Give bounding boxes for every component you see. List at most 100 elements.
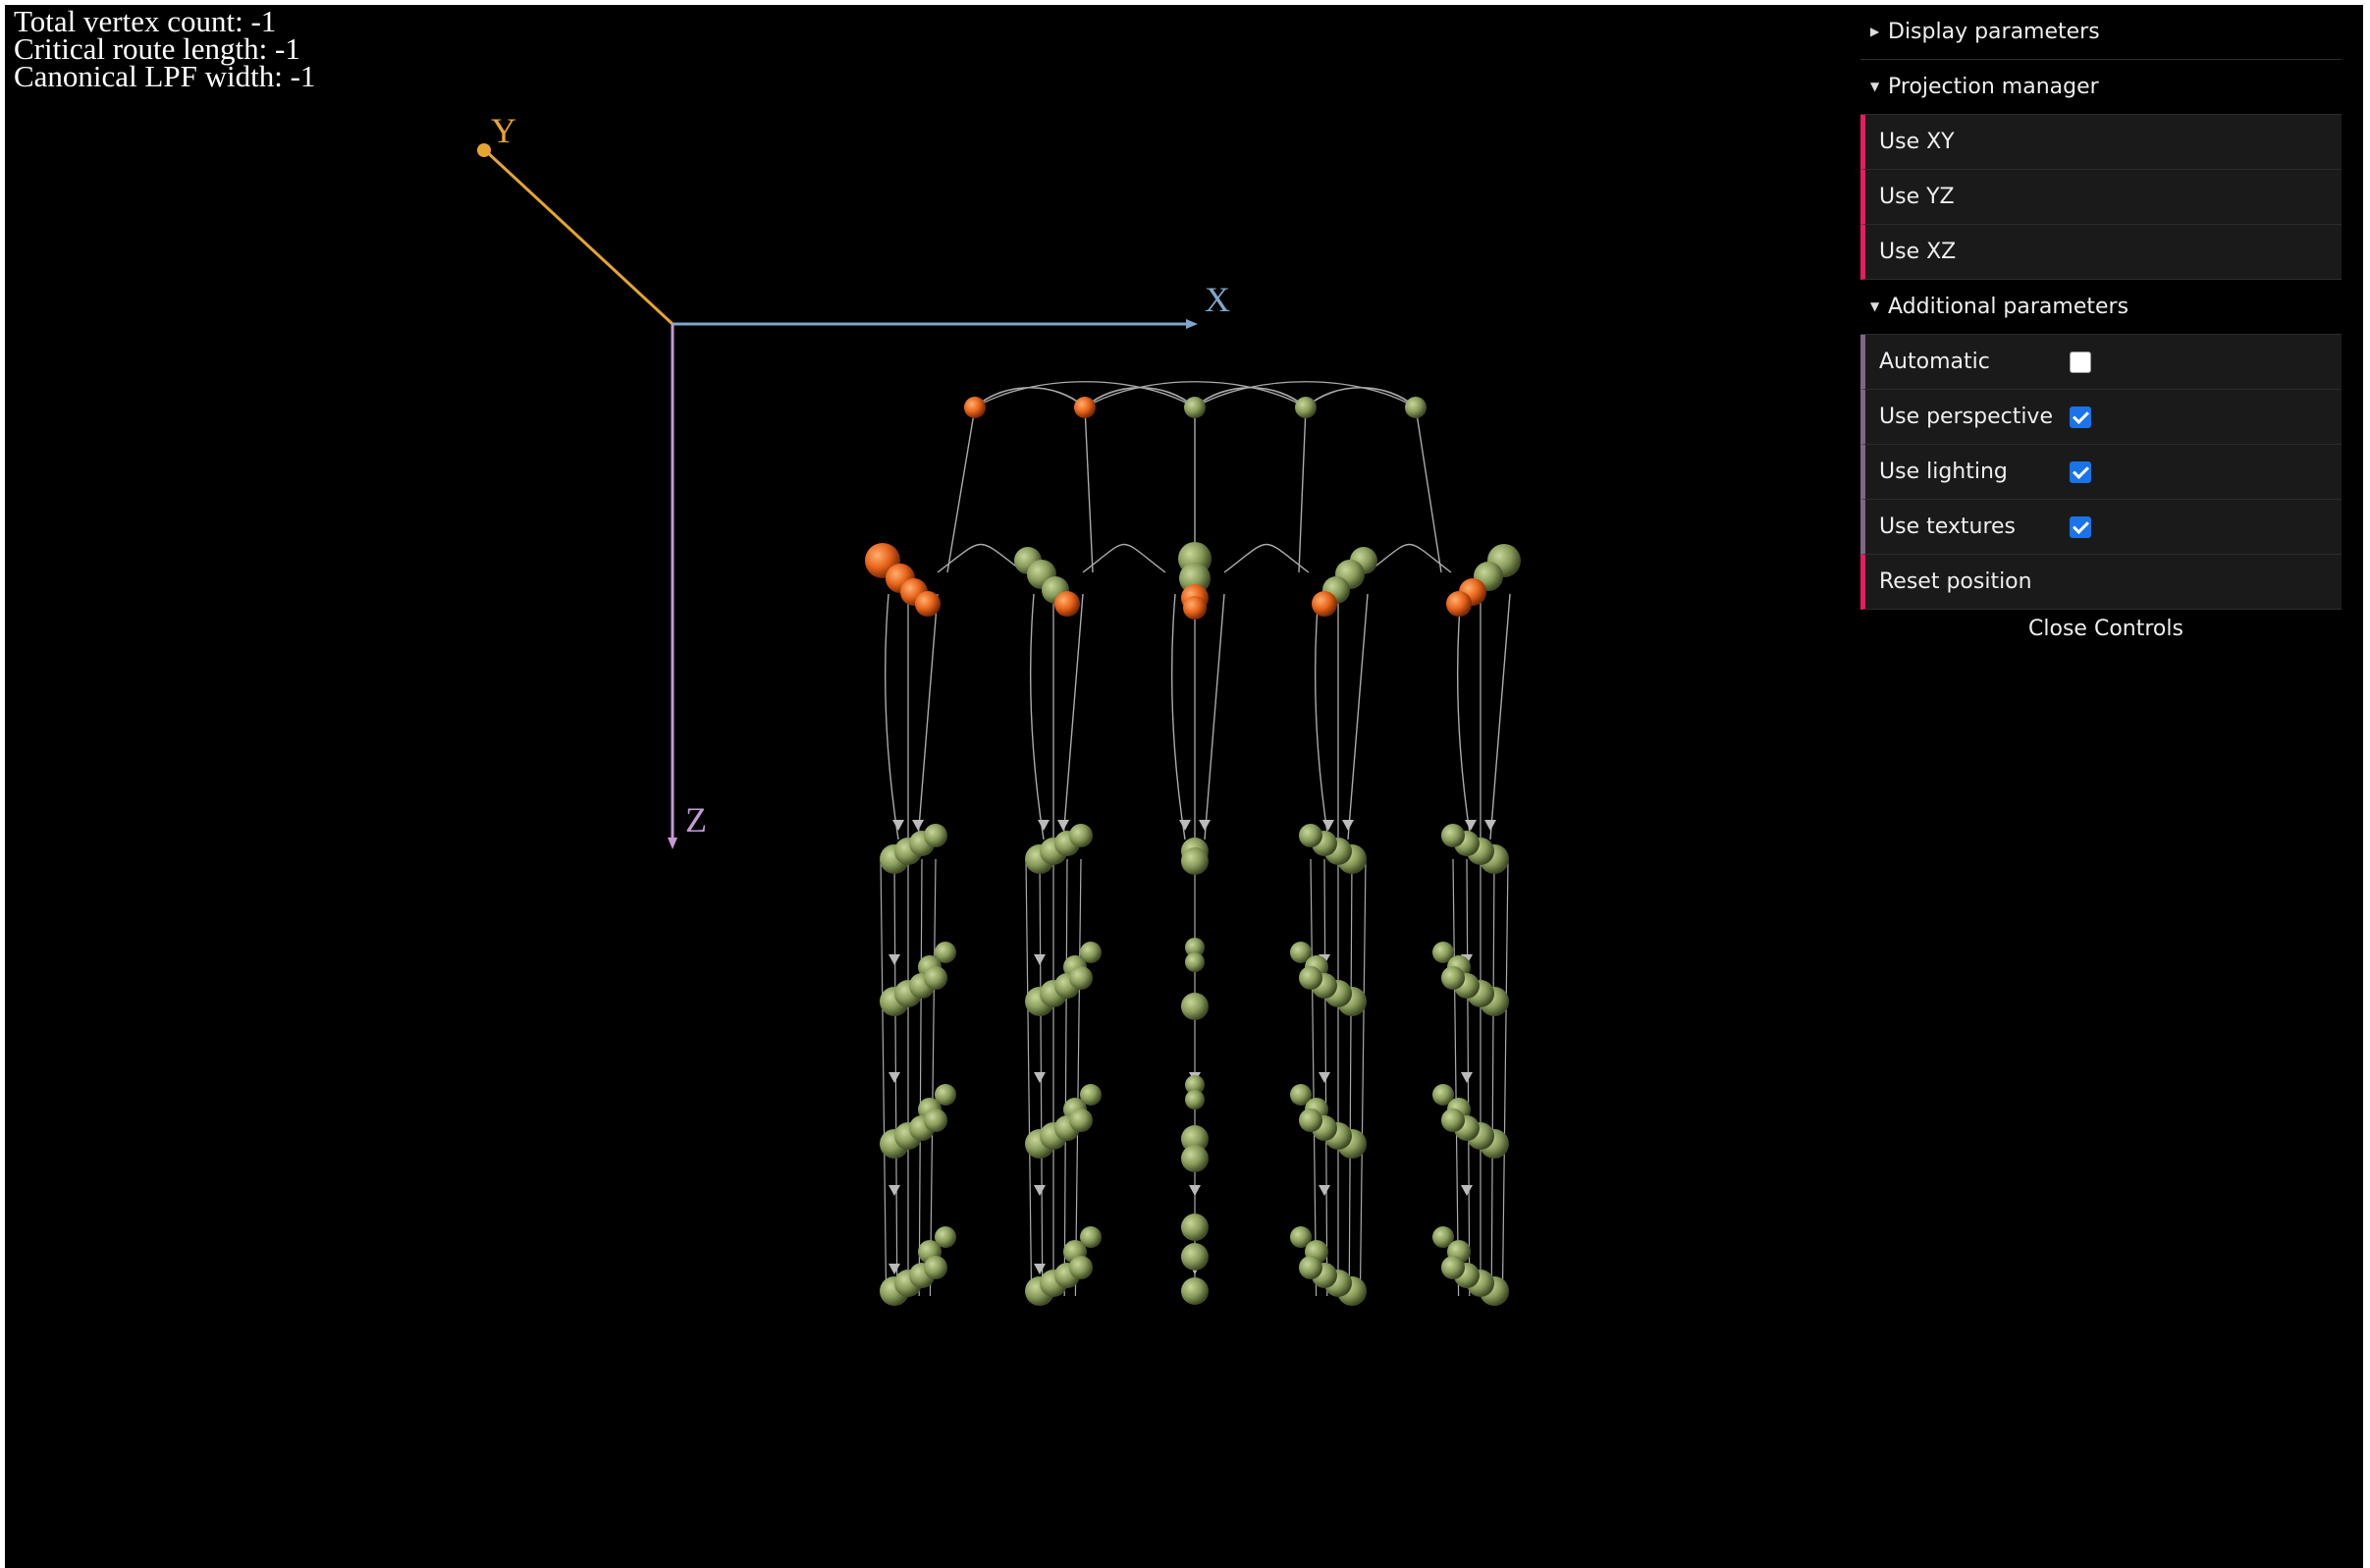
use-yz-button[interactable]: Use YZ [1860,170,2342,225]
vertex-count-text: Total vertex count: -1 [14,5,277,38]
graph-edge [1063,858,1068,1297]
lighting-checkbox[interactable] [2070,460,2091,483]
graph-edge [1084,381,1307,408]
z-axis-label: Z [685,800,707,839]
graph-edge [917,593,939,840]
lpf-width-text: Canonical LPF width: -1 [14,59,316,93]
graph-edge [1025,858,1033,1297]
graph-vertex [1181,847,1209,875]
edge-arrowhead [1199,820,1211,831]
graph-vertex [1069,1256,1093,1279]
additional-parameters-title: Additional parameters [1888,295,2129,319]
edge-arrowhead [1034,954,1046,965]
graph-vertex [1441,824,1465,847]
lighting-label: Use lighting [1879,460,2008,484]
graph-vertex [935,1226,956,1248]
graph-vertex [1181,1214,1209,1241]
graph-vertex [1299,1108,1322,1132]
graph-vertex [1080,1084,1102,1106]
graph-vertex [1432,1226,1454,1248]
graph-edge [1359,858,1367,1297]
graph-vertex [1181,1277,1209,1305]
edge-arrowhead [889,1072,900,1083]
graph-vertex [1185,1075,1205,1095]
automatic-row[interactable]: Automatic [1860,335,2342,390]
edge-arrowhead [889,1185,900,1196]
edge-arrowhead [1038,820,1050,831]
graph-vertex [935,942,956,963]
graph-3d-scene[interactable]: Y X Z [5,5,2363,1568]
graph-edge [880,858,888,1297]
graph-vertex [1441,1256,1465,1279]
caret-down-icon: ▼ [1870,299,1880,313]
graph-vertex [1184,397,1206,418]
reset-position-button[interactable]: Reset position [1860,555,2342,610]
graph-edge [1452,858,1460,1297]
graph-edge [1170,593,1186,840]
graph-edge [1194,386,1307,408]
x-axis-arrow [1186,319,1198,329]
use-xy-button[interactable]: Use XY [1860,115,2342,170]
perspective-checkbox[interactable] [2070,406,2091,428]
lighting-row[interactable]: Use lighting [1860,445,2342,500]
use-xz-label: Use XZ [1879,240,1957,264]
graph-vertex [1080,1226,1102,1248]
close-controls-button[interactable]: Close Controls [2028,617,2183,641]
graph-vertex [1181,1145,1209,1172]
projection-manager-folder[interactable]: ▼ Projection manager [1860,60,2342,115]
graph-vertex [1405,397,1427,418]
graph-edge [1029,593,1045,840]
automatic-label: Automatic [1879,350,1990,374]
graph-vertex [1069,966,1093,990]
graph-vertex [1069,824,1093,847]
graph-vertex [1181,1243,1209,1271]
automatic-checkbox[interactable] [2070,351,2091,373]
graph-edge [1489,593,1511,840]
graph-vertex [1441,966,1465,990]
edge-arrowhead [1057,820,1069,831]
graph-edge [1367,543,1452,573]
route-length-text: Critical route length: -1 [14,31,300,66]
edge-arrowhead [1034,1072,1046,1083]
graph-vertex [924,1256,947,1279]
graph-vertex [1432,942,1454,963]
textures-label: Use textures [1879,514,2017,539]
source-vertex [1183,596,1207,620]
graph-edge [1305,386,1417,408]
graph-edge [929,858,937,1297]
graph-edge [1084,386,1196,408]
additional-parameters-folder[interactable]: ▼ Additional parameters [1860,280,2342,335]
graph-edge [1348,858,1353,1297]
edge-arrowhead [1034,1185,1046,1196]
graph-vertex [1080,942,1102,963]
graph-edges [880,381,1511,1297]
graph-edge [918,858,923,1297]
graph-vertex [1181,993,1209,1020]
axes-helper: Y X Z [477,111,1230,849]
graph-edge [974,386,1086,408]
graph-vertex [1179,563,1211,594]
source-vertex [915,591,941,617]
textures-row[interactable]: Use textures [1860,500,2342,555]
graph-vertex [1290,1084,1312,1106]
edge-arrowhead [1034,1264,1046,1274]
use-yz-label: Use YZ [1879,185,1955,209]
edge-arrowhead [1322,820,1334,831]
graph-edge [1415,406,1442,573]
graph-vertex [924,966,947,990]
display-parameters-folder[interactable]: ▶ Display parameters [1860,5,2342,60]
graph-edge [1223,543,1310,573]
edge-arrowhead [1484,820,1496,831]
graph-vertex [1441,1108,1465,1132]
graph-edge [937,543,1025,573]
graph-vertex [1069,1108,1093,1132]
use-xz-button[interactable]: Use XZ [1860,225,2342,280]
perspective-row[interactable]: Use perspective [1860,390,2342,445]
caret-down-icon: ▼ [1870,80,1880,93]
textures-checkbox[interactable] [2070,515,2091,538]
graph-edge [1456,593,1472,840]
projection-manager-title: Projection manager [1888,75,2099,99]
graph-edge [946,406,976,573]
